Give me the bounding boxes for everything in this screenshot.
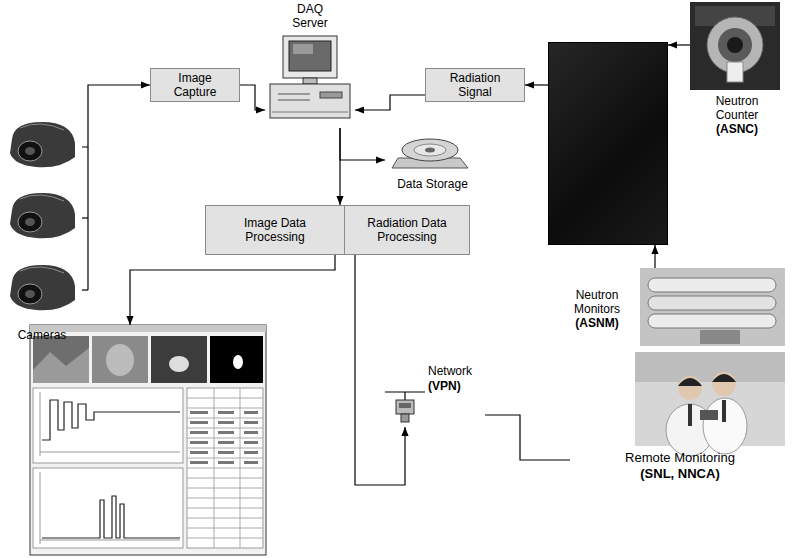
connector-arrow [240,85,265,110]
computer-picture [270,36,350,118]
node-label: Neutron Counter [702,94,772,122]
camera-pictures [10,122,75,310]
process-box: Image Capture [150,68,240,102]
remote-node: Remote Monitoring(SNL, NNCA) [570,352,788,492]
connector-arrow [130,255,335,325]
neutron-monitors-photo [640,268,785,346]
connector-arrow [82,85,150,147]
node-label: DAQ Server [285,2,335,30]
connector-arrow [654,245,655,268]
connector-arrow [340,128,385,160]
connector-arrow [355,255,405,485]
counter-node: Neutron Counter(ASNC) [690,2,785,142]
remote-monitoring-photo [635,352,785,456]
node-label: Radiation Data Processing [351,216,463,244]
process-box: Radiation Data Processing [344,205,470,255]
disc-picture [392,139,468,168]
node-label: Cameras [2,328,82,342]
connector-line [485,415,570,460]
node-sublabel: (ASNM) [557,316,637,330]
node-label: Neutron Monitors [557,288,637,316]
network-icon [385,392,425,422]
connector-arrow [668,44,690,45]
node-label: Remote Monitoring [580,450,780,465]
node-label: Data Storage [385,177,480,191]
storage-node: Data Storage [385,133,480,196]
node-label: Image Capture [164,71,226,99]
node-label: Image Data Processing [227,216,323,244]
camera-wires [82,147,88,290]
connector-arrow [339,128,340,205]
neutron-counter-photo [690,2,780,90]
connector-arrow [355,95,425,110]
connector-arrow [525,84,548,85]
process-box: Image Data Processing [205,205,345,255]
screenshot-node [30,325,266,556]
node-label: Network [428,364,485,378]
node-sublabel: (ASNC) [702,122,772,136]
monitors-node: Neutron Monitors(ASNM) [555,268,785,348]
process-box: Radiation Signal [425,68,525,102]
network-node: Network(VPN) [385,362,485,427]
control-cabinet [548,42,668,245]
server-node: DAQ Server [265,2,355,128]
screenshot-picture [30,325,266,555]
camera-group: Cameras [2,115,82,348]
node-label: Radiation Signal [439,71,511,99]
node-sublabel: (VPN) [428,379,485,393]
node-sublabel: (SNL, NNCA) [580,466,780,481]
